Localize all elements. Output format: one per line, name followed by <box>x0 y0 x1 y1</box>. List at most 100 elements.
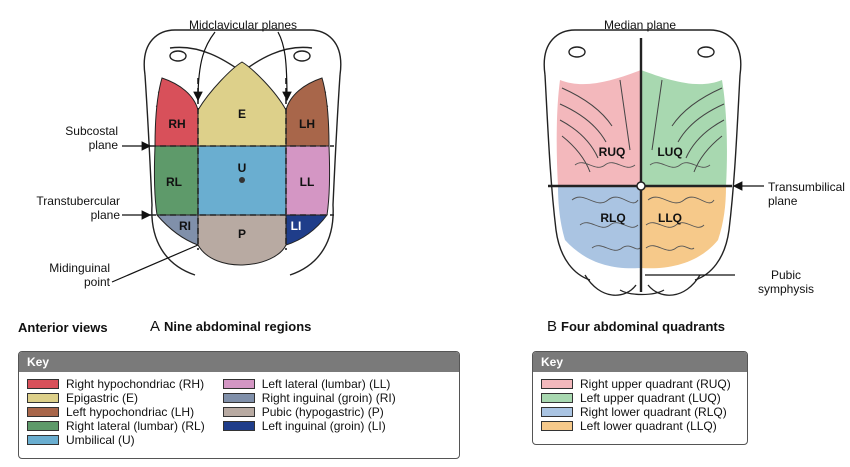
key-b-item: Right lower quadrant (RLQ) <box>541 405 731 419</box>
key-a-item: Left inguinal (groin) (LI) <box>222 419 396 433</box>
label-ri: RI <box>179 219 191 233</box>
key-a-item-label: Right lateral (lumbar) (RL) <box>66 419 205 433</box>
region-labels-a: RH E LH RL U LL RI P LI <box>166 107 315 241</box>
midinguinal-label-line2: point <box>83 275 110 289</box>
label-rlq: RLQ <box>600 211 625 225</box>
key-a-item-label: Left lateral (lumbar) (LL) <box>261 377 391 391</box>
region-e <box>197 61 287 147</box>
caption-a-text: Nine abdominal regions <box>164 319 312 334</box>
label-llq: LLQ <box>658 211 682 225</box>
region-lh <box>285 77 330 147</box>
midclavicular-label: Midclavicular planes <box>188 18 298 32</box>
ribs-b <box>559 79 725 173</box>
swatch <box>222 407 255 417</box>
label-p: P <box>238 227 246 241</box>
key-b-item: Right upper quadrant (RUQ) <box>541 377 731 391</box>
key-b-title: Key <box>533 352 747 372</box>
quadrant-ruq <box>556 70 641 186</box>
quadrant-rlq <box>558 186 641 269</box>
key-a-item: Epigastric (E) <box>27 391 205 405</box>
key-a-item-label: Left hypochondriac (LH) <box>66 405 195 419</box>
label-u: U <box>238 161 247 175</box>
swatch <box>222 421 255 431</box>
midinguinal-label-line1: Midinguinal <box>49 261 110 275</box>
key-a-item: Right lateral (lumbar) (RL) <box>27 419 205 433</box>
anatomy-figure: RH E LH RL U LL RI P LI <box>111 29 764 296</box>
quadrant-llq <box>641 186 726 269</box>
swatch <box>27 421 59 431</box>
planes-a <box>150 78 334 250</box>
key-a-item-label: Left inguinal (groin) (LI) <box>261 419 386 433</box>
key-a-item: Left lateral (lumbar) (LL) <box>222 377 396 391</box>
median-plane-label: Median plane <box>603 18 677 32</box>
swatch <box>541 393 573 403</box>
label-li: LI <box>291 219 302 233</box>
key-a: Key Right hypochondriac (RH) Epigastric … <box>18 351 460 459</box>
torso-b <box>543 29 742 281</box>
key-a-item-label: Epigastric (E) <box>66 391 139 405</box>
transumbilical-label-line2: plane <box>768 194 798 208</box>
subcostal-label: Subcostal plane <box>20 124 118 152</box>
key-a-item-label: Right hypochondriac (RH) <box>66 377 205 391</box>
swatch <box>27 379 59 389</box>
quadrants-b <box>556 70 727 269</box>
subcostal-label-line1: Subcostal <box>65 124 118 138</box>
swatch <box>541 379 573 389</box>
transtubercular-label: Transtubercular plane <box>4 194 120 222</box>
arrows-b <box>645 181 764 276</box>
umbilicus-a <box>239 177 245 183</box>
swatch <box>541 407 573 417</box>
swatch <box>222 393 255 403</box>
regions-a <box>153 61 331 266</box>
region-ri <box>155 214 199 246</box>
swatch <box>541 421 573 431</box>
key-b-item: Left upper quadrant (LUQ) <box>541 391 731 405</box>
key-a-item: Right inguinal (groin) (RI) <box>222 391 396 405</box>
label-ruq: RUQ <box>599 145 626 159</box>
pubic-label-line2: symphysis <box>757 282 814 296</box>
transtubercular-label-line1: Transtubercular <box>36 194 120 208</box>
anterior-views-label: Anterior views <box>18 320 108 335</box>
key-b-item-label: Right lower quadrant (RLQ) <box>580 405 727 419</box>
transtubercular-label-line2: plane <box>90 208 120 222</box>
key-a-item: Pubic (hypogastric) (P) <box>222 405 396 419</box>
pubic-label-line1: Pubic <box>770 268 802 282</box>
caption-b-letter: B <box>547 318 558 335</box>
intestines-b <box>571 162 715 251</box>
transumbilical-label: Transumbilical plane <box>768 180 845 208</box>
caption-b-text: Four abdominal quadrants <box>561 319 725 334</box>
key-a-title: Key <box>19 352 459 372</box>
midinguinal-label: Midinguinal point <box>20 261 110 289</box>
region-rh <box>154 77 199 147</box>
key-a-item-label: Right inguinal (groin) (RI) <box>261 391 396 405</box>
key-a-item: Umbilical (U) <box>27 433 205 447</box>
label-lh: LH <box>299 117 315 131</box>
quadrant-luq <box>641 70 727 186</box>
swatch <box>27 407 59 417</box>
swatch <box>222 379 255 389</box>
key-b-item-label: Right upper quadrant (RUQ) <box>580 377 731 391</box>
key-b-col1: Right upper quadrant (RUQ) Left upper qu… <box>541 377 731 433</box>
key-a-item: Right hypochondriac (RH) <box>27 377 205 391</box>
key-b-item: Left lower quadrant (LLQ) <box>541 419 731 433</box>
swatch <box>27 435 59 445</box>
caption-a-letter: A <box>150 318 161 335</box>
subcostal-label-line2: plane <box>88 138 118 152</box>
key-a-col2: Left lateral (lumbar) (LL) Right inguina… <box>222 377 396 447</box>
swatch <box>27 393 59 403</box>
region-li <box>285 214 328 246</box>
key-a-item: Left hypochondriac (LH) <box>27 405 205 419</box>
label-luq: LUQ <box>657 145 682 159</box>
quadrant-labels-b: RUQ LUQ RLQ LLQ <box>599 145 683 225</box>
pubic-symphysis-label: Pubic symphysis <box>736 268 836 296</box>
umbilicus-b <box>636 181 646 191</box>
key-b-item-label: Left upper quadrant (LUQ) <box>580 391 721 405</box>
key-a-col1: Right hypochondriac (RH) Epigastric (E) … <box>27 377 205 447</box>
key-a-item-label: Umbilical (U) <box>66 433 135 447</box>
label-rl: RL <box>166 175 182 189</box>
label-rh: RH <box>168 117 185 131</box>
label-ll: LL <box>300 175 315 189</box>
transumbilical-label-line1: Transumbilical <box>768 180 845 194</box>
